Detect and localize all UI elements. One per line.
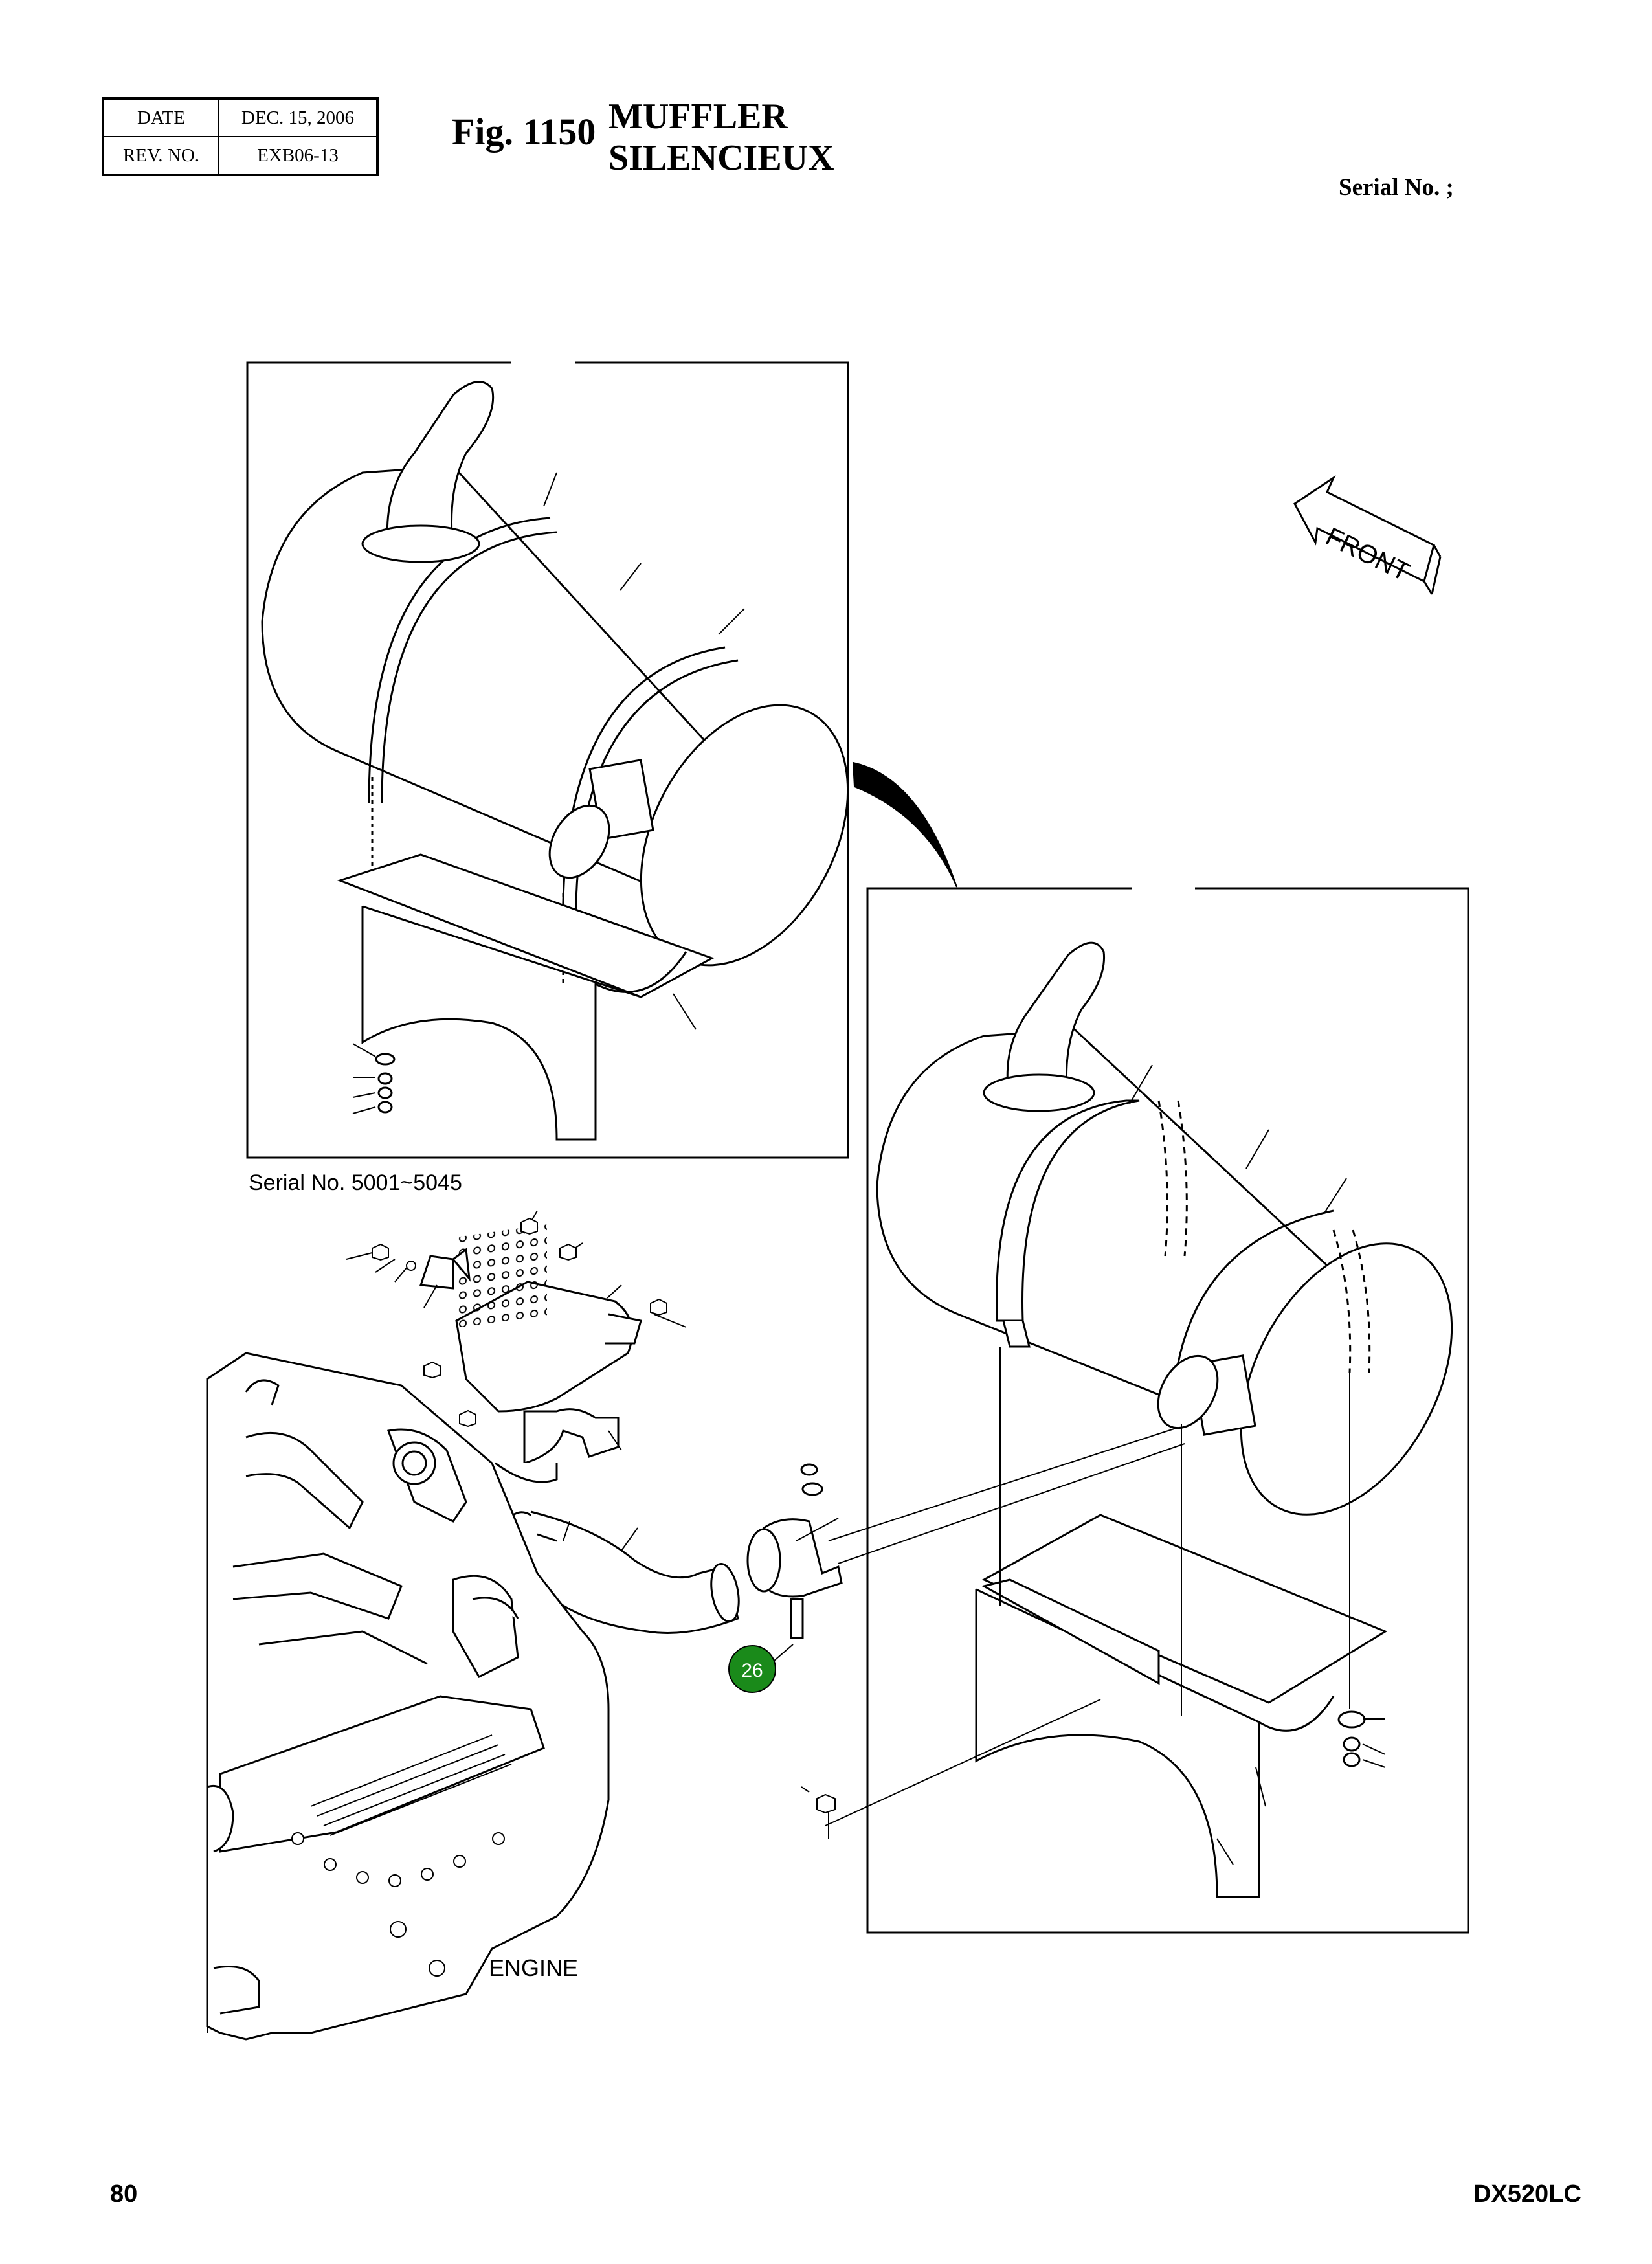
upper-inset-frame — [246, 361, 849, 1159]
exhaust-clamp — [746, 1463, 843, 1639]
rev-label: REV. NO. — [102, 136, 219, 175]
front-arrow-icon — [1293, 475, 1442, 595]
engine-label: ENGINE — [489, 1955, 578, 1981]
lower-inset-frame — [866, 887, 1469, 1934]
lower-assembly-lines — [825, 1347, 1350, 1839]
revision-table: DATE DEC. 15, 2006 REV. NO. EXB06-13 — [102, 97, 379, 176]
upper-muffler — [261, 381, 849, 1141]
heat-shield — [455, 1224, 642, 1483]
model-name: DX520LC — [1473, 2180, 1581, 2208]
lower-leader-lines — [1129, 1064, 1386, 1865]
page-number: 80 — [110, 2180, 138, 2208]
date-value: DEC. 15, 2006 — [218, 98, 378, 137]
serial-number-label: Serial No. ; — [1339, 174, 1454, 201]
rev-value: EXB06-13 — [218, 136, 378, 175]
page-title-fr: SILENCIEUX — [608, 138, 834, 178]
date-label: DATE — [102, 98, 219, 137]
callout-leader — [774, 1644, 794, 1661]
inset-serial-label: Serial No. 5001~5045 — [249, 1171, 462, 1195]
upper-bracket — [419, 1248, 471, 1290]
fastener-bolts — [372, 1217, 667, 1428]
engine-block — [206, 1352, 610, 2041]
callout-number: 26 — [741, 1660, 763, 1681]
upper-leader-lines — [352, 472, 745, 1114]
transition-arrow — [852, 761, 957, 888]
figure-number: Fig. 1150 — [452, 111, 596, 153]
lower-muffler — [876, 941, 1453, 1898]
bottom-bolt — [801, 1786, 836, 1814]
page-title-en: MUFFLER — [608, 96, 788, 137]
callout-badge — [728, 1645, 776, 1693]
